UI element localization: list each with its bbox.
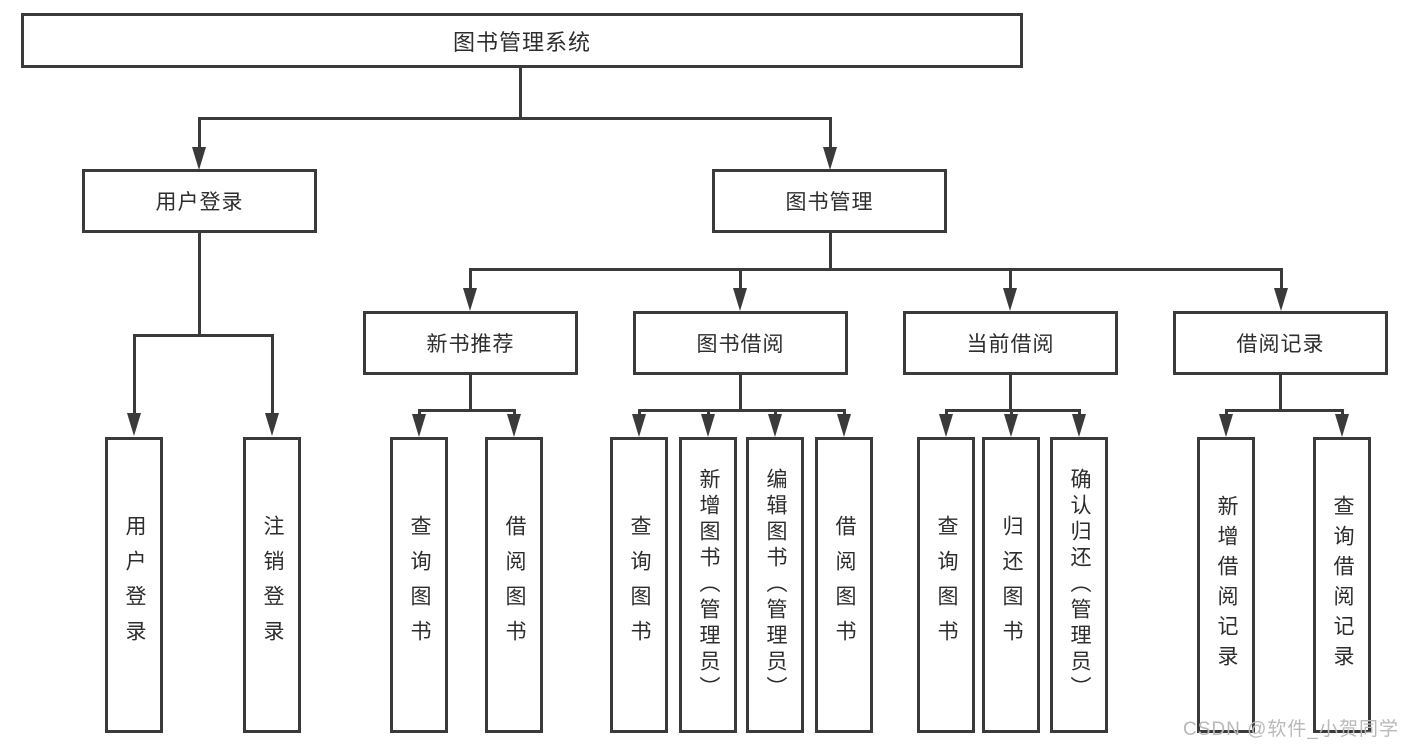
connector-book-management-stem <box>829 233 832 270</box>
connector-user-login-branch <box>133 334 274 337</box>
connector-root-to-user-login <box>198 117 201 149</box>
arrowhead-borrow-query <box>632 414 646 437</box>
connector-to-current-confirm <box>1078 409 1081 417</box>
watermark-text: CSDN @软件_小贺同学 <box>1183 719 1399 740</box>
leaf-record-query-record: 查询借阅记录 <box>1313 437 1371 733</box>
node-new-book-recommend: 新书推荐 <box>363 311 578 375</box>
node-user-login: 用户登录 <box>82 169 317 233</box>
connector-current-stem <box>1009 375 1012 411</box>
connector-to-leaf-logout-login <box>271 334 274 416</box>
arrowhead-leaf-user-login <box>127 413 141 436</box>
arrowhead-current-confirm <box>1072 414 1086 437</box>
arrowhead-borrow-add <box>701 414 715 437</box>
leaf-current-return-book: 归还图书 <box>982 437 1040 733</box>
connector-recommend-branch <box>418 409 516 412</box>
arrowhead-leaf-logout-login <box>265 413 279 436</box>
node-current-borrow: 当前借阅 <box>903 311 1118 375</box>
connector-user-login-stem <box>198 233 201 336</box>
arrowhead-borrow-edit <box>768 414 782 437</box>
leaf-borrow-borrow-book: 借阅图书 <box>815 437 873 733</box>
arrowhead-book-management <box>823 147 837 170</box>
connector-to-borrow-edit <box>774 409 777 417</box>
connector-record-branch <box>1225 409 1344 412</box>
arrowhead-book-borrow <box>733 288 747 311</box>
arrowhead-borrow-borrow <box>837 414 851 437</box>
connector-to-recommend-borrow <box>513 409 516 417</box>
arrowhead-record-query <box>1335 414 1349 437</box>
arrowhead-recommend-borrow <box>507 414 521 437</box>
connector-root-to-book-management <box>829 117 832 149</box>
connector-to-book-borrow <box>739 268 742 292</box>
leaf-logout-login: 注销登录 <box>243 437 301 733</box>
connector-to-borrow-record <box>1280 268 1283 292</box>
connector-root-stem <box>519 66 522 120</box>
arrowhead-recommend-query <box>412 414 426 437</box>
node-book-borrow: 图书借阅 <box>633 311 848 375</box>
connector-to-recommend-query <box>418 409 421 417</box>
leaf-borrow-edit-book-admin: 编辑图书（管理员） <box>746 437 804 733</box>
connector-to-new-book-recommend <box>469 268 472 292</box>
connector-to-leaf-user-login <box>133 334 136 416</box>
connector-to-current-borrow <box>1009 268 1012 292</box>
connector-to-current-query <box>945 409 948 417</box>
connector-to-current-return <box>1010 409 1013 417</box>
leaf-recommend-query-book: 查询图书 <box>390 437 448 733</box>
connector-record-stem <box>1279 375 1282 411</box>
node-root: 图书管理系统 <box>21 13 1023 68</box>
leaf-recommend-borrow-book: 借阅图书 <box>485 437 543 733</box>
connector-borrow-stem <box>739 375 742 411</box>
arrowhead-current-borrow <box>1003 288 1017 311</box>
connector-to-borrow-query <box>638 409 641 417</box>
arrowhead-borrow-record <box>1274 288 1288 311</box>
leaf-record-add-record: 新增借阅记录 <box>1197 437 1255 733</box>
connector-borrow-branch <box>638 409 846 412</box>
arrowhead-record-add <box>1219 414 1233 437</box>
connector-book-management-branch <box>469 268 1283 271</box>
connector-to-record-add <box>1225 409 1228 417</box>
connector-to-record-query <box>1341 409 1344 417</box>
leaf-current-query-book: 查询图书 <box>917 437 975 733</box>
connector-to-borrow-borrow <box>843 409 846 417</box>
leaf-borrow-query-book: 查询图书 <box>610 437 668 733</box>
leaf-user-login: 用户登录 <box>105 437 163 733</box>
connector-to-borrow-add <box>707 409 710 417</box>
leaf-borrow-add-book-admin: 新增图书（管理员） <box>679 437 737 733</box>
arrowhead-new-book-recommend <box>463 288 477 311</box>
arrowhead-current-return <box>1004 414 1018 437</box>
arrowhead-current-query <box>939 414 953 437</box>
node-book-management: 图书管理 <box>712 169 947 233</box>
arrowhead-user-login <box>192 147 206 170</box>
connector-root-branch <box>198 117 831 120</box>
connector-recommend-stem <box>469 375 472 411</box>
node-borrow-record: 借阅记录 <box>1173 311 1388 375</box>
connector-current-branch <box>945 409 1081 412</box>
leaf-current-confirm-return-admin: 确认归还（管理员） <box>1050 437 1108 733</box>
